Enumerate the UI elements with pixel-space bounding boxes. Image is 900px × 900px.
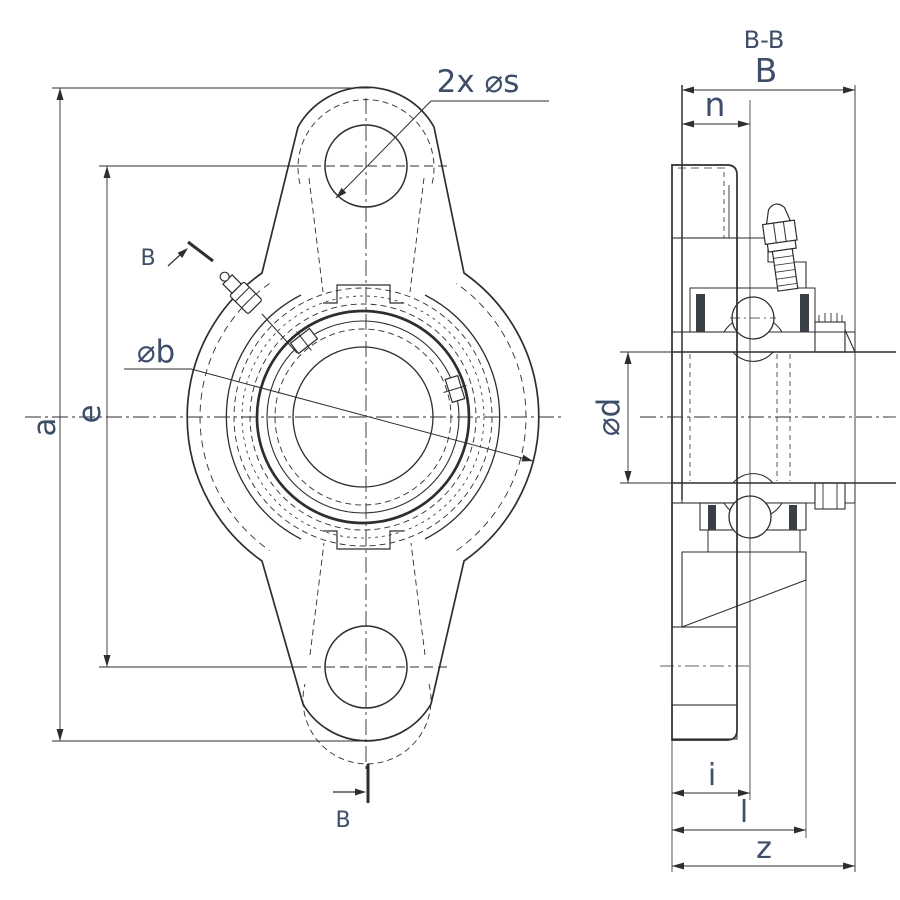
dim-label-i: i [708,758,716,793]
extension-lines [671,85,856,872]
bottom-lobe-hidden-arc [302,683,432,765]
inner-ring-upper [681,331,856,353]
grease-nipple-front [219,271,262,314]
dim-label-B: B [755,51,778,90]
boss-notch-bottom [323,530,404,550]
front-view: a e ⌀b 2x ⌀s B [25,64,565,833]
flange-hole-details [660,167,752,667]
nipple-leader [261,313,298,354]
callout-bolt-holes: 2x ⌀s [335,64,549,199]
dimension-d: ⌀d [591,351,676,484]
section-view: B-B B n ⌀d i [591,26,896,872]
dim-label-d: ⌀d [591,398,627,436]
seal-upper-right [800,294,809,332]
section-title: B-B [744,26,785,54]
dimension-e: e [72,165,305,668]
seal-lower-right [789,505,797,530]
raceway-lower-groove [731,473,775,484]
shaft [640,351,896,484]
dim-label-n: n [705,85,726,124]
dimension-a: a [27,87,370,742]
raceway-upper-groove [731,351,775,362]
set-screw-right [443,374,467,404]
dim-label-z: z [756,831,772,866]
set-screw-section-lower [814,482,846,510]
flange-plate-outline [671,164,738,741]
section-mark-bottom: B [333,764,370,833]
boss-notch-top [323,284,404,304]
dimension-B: B [682,51,855,94]
seal-lower-left [708,505,716,530]
grease-nipple-section [761,203,799,292]
section-letter-bottom: B [335,808,350,833]
label-bolt-holes: 2x ⌀s [437,64,520,100]
dimension-l: l [672,795,806,834]
dim-label-e: e [72,404,108,423]
dim-label-a: a [27,418,63,437]
callout-diameter-b: ⌀b [124,334,534,462]
section-mark-top: B [140,240,214,271]
section-letter-top: B [140,246,155,271]
set-screw-left [289,327,319,355]
label-diameter-b: ⌀b [137,334,175,370]
dimension-n: n [682,85,750,128]
dimension-z: z [672,831,855,870]
seal-upper-left [696,294,705,332]
arm-hidden-edges [308,177,426,656]
dimension-i: i [672,758,750,797]
dim-label-l: l [740,795,748,830]
flange-outline [186,86,540,742]
